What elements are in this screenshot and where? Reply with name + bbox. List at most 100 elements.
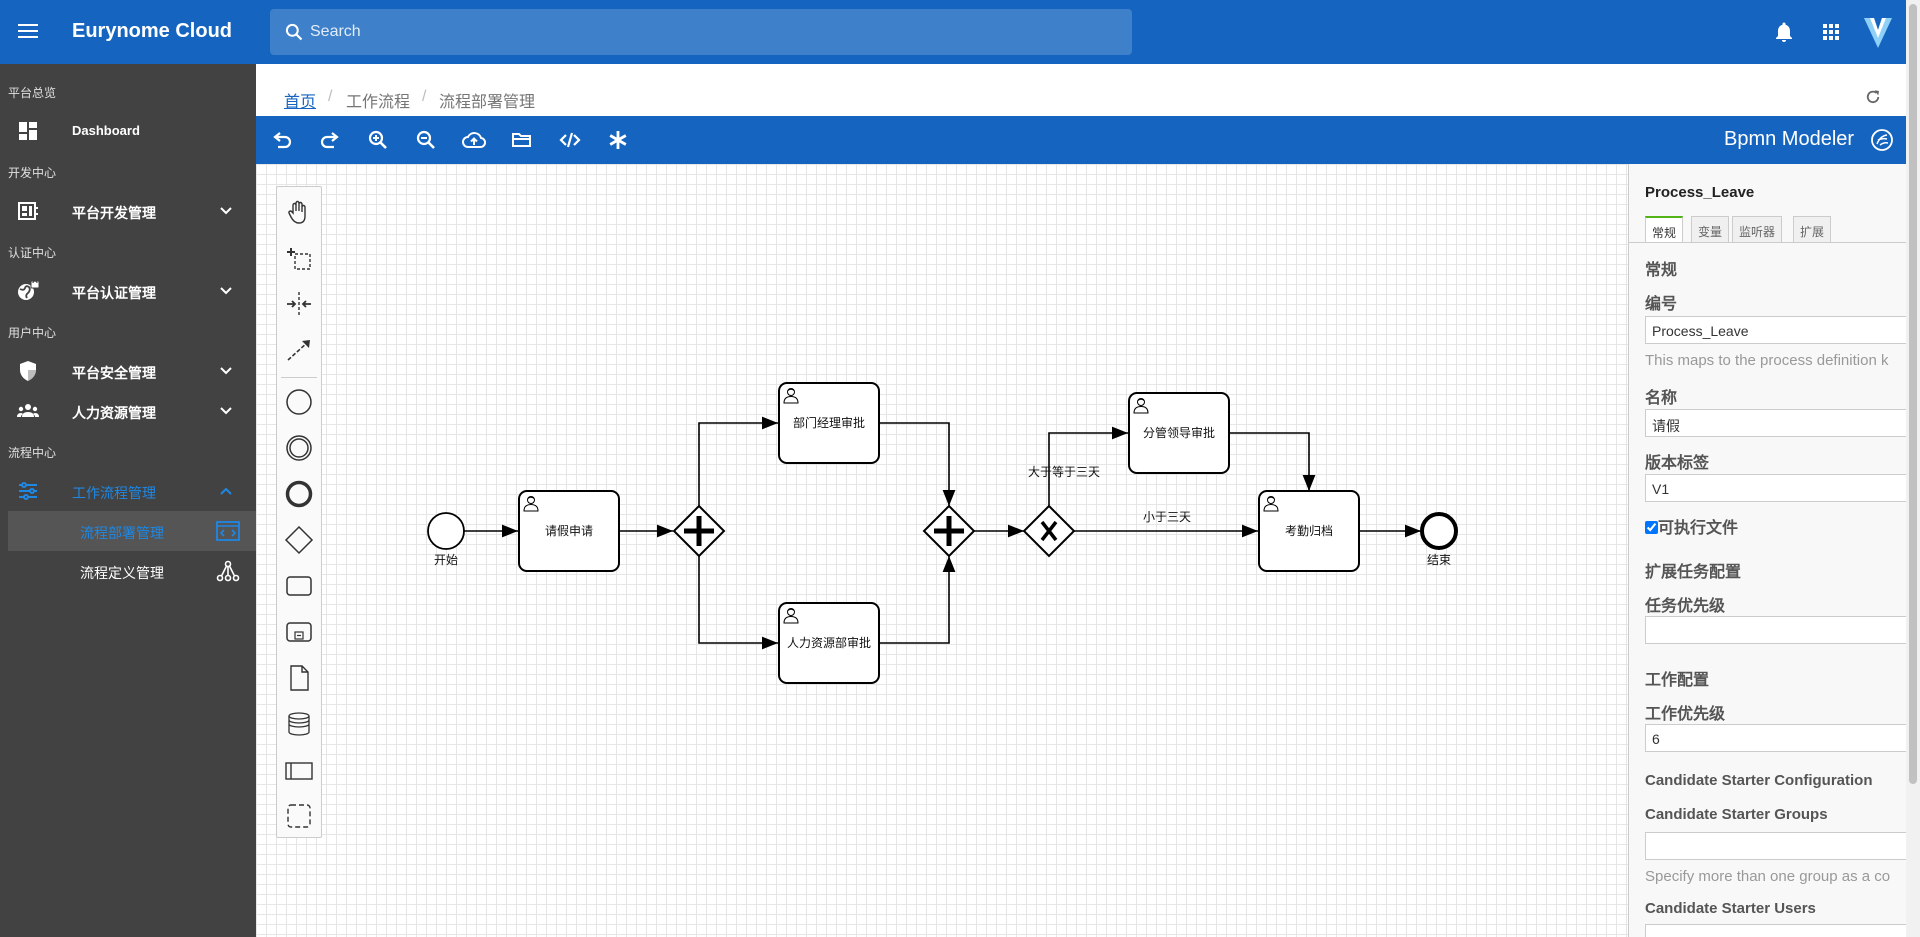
tab-variables[interactable]: 变量 (1691, 216, 1730, 242)
breadcrumb-separator: / (422, 88, 427, 105)
sidebar-item-deploy-mgmt[interactable]: 流程部署管理 (8, 511, 256, 551)
asterisk-icon[interactable] (606, 128, 630, 152)
gateway-icon[interactable] (284, 525, 314, 555)
bell-icon[interactable] (1772, 20, 1796, 44)
tabs-divider (1629, 242, 1906, 243)
refresh-icon[interactable] (1864, 88, 1882, 106)
executable-option: 可执行文件 (1645, 514, 1738, 538)
sidebar-item-workflow-mgmt[interactable]: 工作流程管理 (0, 471, 256, 511)
group-icon[interactable] (284, 801, 314, 831)
subprocess-icon[interactable] (284, 617, 314, 647)
people-icon (17, 404, 39, 417)
version-field[interactable]: V1 (1645, 474, 1906, 502)
flow-dept-join[interactable] (879, 422, 956, 506)
task-archive-label: 考勤归档 (1285, 524, 1333, 538)
candidate-users-label: Candidate Starter Users (1645, 900, 1816, 917)
breadcrumb-home[interactable]: 首页 (284, 94, 317, 111)
start-event[interactable] (427, 512, 465, 550)
scrollbar-thumb[interactable] (1909, 4, 1917, 784)
executable-label: 可执行文件 (1658, 520, 1739, 537)
chevron-down-icon (220, 407, 232, 415)
vuetify-logo (1864, 18, 1892, 48)
cloud-upload-icon[interactable] (462, 128, 486, 152)
developer-board-icon (18, 202, 38, 220)
sequence-flows (464, 416, 1421, 650)
data-store-icon[interactable] (284, 709, 314, 739)
task-priority-field[interactable] (1645, 616, 1906, 644)
chevron-up-icon (220, 487, 232, 495)
code-icon[interactable] (558, 128, 582, 152)
candidate-users-field[interactable] (1645, 924, 1906, 937)
task-hr-dept[interactable]: 人力资源部审批 (778, 602, 880, 684)
properties-panel: Process_Leave 常规 变量 监听器 扩展 常规 编号 Process… (1628, 164, 1906, 937)
sidebar-item-dashboard[interactable]: Dashboard (0, 111, 256, 151)
condition-label-lt3: 小于三天 (1143, 510, 1191, 524)
end-event-icon[interactable] (284, 479, 314, 509)
executable-checkbox[interactable] (1645, 521, 1658, 534)
section-ext-task: 扩展任务配置 (1645, 564, 1742, 581)
task-archive[interactable]: 考勤归档 (1258, 490, 1360, 572)
name-label: 名称 (1645, 390, 1678, 407)
flow-fork-dept[interactable] (698, 416, 778, 506)
parallel-gateway-fork[interactable] (672, 504, 726, 558)
sidebar-item-security-mgmt[interactable]: 平台安全管理 (0, 351, 256, 391)
tab-extension[interactable]: 扩展 (1793, 216, 1832, 242)
version-label: 版本标签 (1645, 455, 1710, 472)
start-event-icon[interactable] (284, 387, 314, 417)
web-security-icon (18, 280, 40, 300)
redo-icon[interactable] (318, 128, 342, 152)
sidebar-item-label: 流程部署管理 (80, 525, 164, 541)
end-event[interactable] (1420, 512, 1458, 550)
data-object-icon[interactable] (284, 663, 314, 693)
flow-hr-join[interactable] (879, 556, 956, 644)
tab-listeners[interactable]: 监听器 (1732, 216, 1783, 242)
folder-open-icon[interactable] (510, 128, 534, 152)
breadcrumb-level1[interactable]: 工作流程 (346, 94, 411, 111)
job-priority-field[interactable]: 6 (1645, 724, 1906, 752)
zoom-out-icon[interactable] (414, 128, 438, 152)
section-job: 工作配置 (1645, 672, 1710, 689)
sidebar-item-dev-mgmt[interactable]: 平台开发管理 (0, 191, 256, 231)
candidate-groups-field[interactable] (1645, 832, 1906, 860)
breadcrumb: 首页 / 工作流程 / 流程部署管理 (256, 64, 1906, 116)
name-field[interactable]: 请假 (1645, 409, 1906, 437)
graph-icon (216, 560, 240, 582)
chevron-down-icon (220, 207, 232, 215)
pool-icon[interactable] (284, 755, 314, 785)
task-dept-manager-label: 部门经理审批 (793, 415, 865, 430)
group-label-flow: 流程中心 (8, 446, 57, 460)
exclusive-gateway[interactable] (1022, 504, 1076, 558)
section-general: 常规 (1645, 262, 1678, 279)
undo-icon[interactable] (270, 128, 294, 152)
id-label: 编号 (1645, 296, 1678, 313)
space-tool-icon[interactable] (284, 289, 314, 319)
flow-leader-archive[interactable] (1229, 432, 1316, 491)
group-label-user: 用户中心 (8, 326, 57, 340)
global-connect-tool-icon[interactable] (284, 335, 314, 365)
intermediate-event-icon[interactable] (284, 433, 314, 463)
zoom-in-icon[interactable] (366, 128, 390, 152)
page-scrollbar[interactable] (1906, 0, 1920, 937)
task-dept-manager[interactable]: 部门经理审批 (778, 382, 880, 464)
start-event-label: 开始 (434, 553, 458, 567)
hand-tool-icon[interactable] (284, 197, 314, 227)
flow-xor-leader[interactable] (1048, 426, 1128, 506)
group-label-auth: 认证中心 (8, 246, 57, 260)
task-leader[interactable]: 分管领导审批 (1128, 392, 1230, 474)
palette-divider (281, 377, 317, 378)
task-apply[interactable]: 请假申请 (518, 490, 620, 572)
task-icon[interactable] (284, 571, 314, 601)
apps-grid-icon[interactable] (1819, 20, 1843, 44)
section-candidate: Candidate Starter Configuration (1645, 772, 1873, 789)
flow-fork-hr[interactable] (698, 556, 778, 650)
id-field[interactable]: Process_Leave (1645, 316, 1906, 344)
sidebar-item-hr-mgmt[interactable]: 人力资源管理 (0, 391, 256, 431)
search-field[interactable]: Search (270, 9, 1132, 55)
parallel-gateway-join[interactable] (922, 504, 976, 558)
bpmn-canvas[interactable]: 开始 请假申请 部门经理审批 人力资源部审批 (256, 164, 1628, 937)
tab-general[interactable]: 常规 (1645, 216, 1684, 242)
lasso-tool-icon[interactable] (284, 243, 314, 273)
menu-icon[interactable] (16, 20, 40, 44)
sidebar-item-definition-mgmt[interactable]: 流程定义管理 (8, 551, 256, 591)
sidebar-item-auth-mgmt[interactable]: 平台认证管理 (0, 271, 256, 311)
